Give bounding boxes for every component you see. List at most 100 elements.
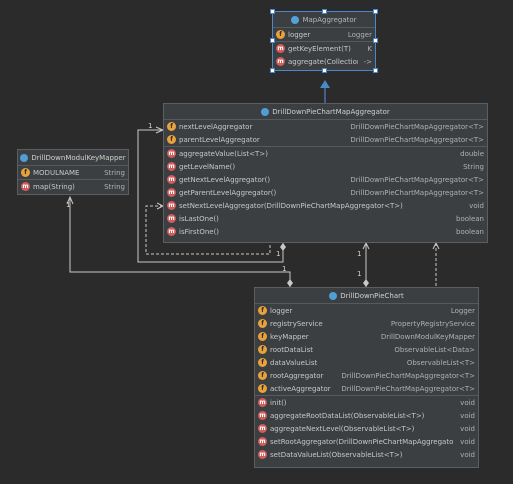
class-name: DrillDownPieChartMapAggregator — [272, 107, 390, 116]
methods-section: m map(String) String — [18, 180, 128, 193]
class-icon — [261, 107, 270, 116]
method-return-type: double — [460, 149, 484, 158]
method-return-type: boolean — [456, 227, 484, 236]
method-icon: m — [167, 227, 176, 236]
field-name: rootDataList — [270, 345, 313, 354]
class-header[interactable]: MapAggregator — [273, 12, 375, 28]
method-return-type: DrillDownPieChartMapAggregator<T> — [350, 175, 484, 184]
method-row[interactable]: m isFirstOne() boolean — [164, 225, 487, 238]
field-icon: f — [258, 371, 267, 380]
root-aggregator-arrow — [362, 241, 370, 250]
selection-handle[interactable] — [322, 68, 327, 73]
method-row[interactable]: m map(String) String — [18, 180, 128, 193]
class-box-drill-down-pie-chart-map-aggregator[interactable]: DrillDownPieChartMapAggregator f nextLev… — [163, 103, 488, 243]
multiplicity-label: 1 — [276, 250, 281, 258]
class-header[interactable]: DrillDownPieChart — [255, 288, 478, 304]
selection-handle[interactable] — [373, 38, 378, 43]
field-type: DrillDownPieChartMapAggregator<T> — [350, 135, 484, 144]
method-return-type: String — [463, 162, 484, 171]
method-return-type: DrillDownPieChartMapAggregator<T> — [350, 188, 484, 197]
field-icon: f — [258, 384, 267, 393]
method-row[interactable]: m getNextLevelAggregator() DrillDownPieC… — [164, 173, 487, 186]
method-name: getNextLevelAggregator() — [179, 175, 271, 184]
abstract-method-icon: m — [276, 44, 285, 53]
field-row[interactable]: f activeAggregator DrillDownPieChartMapA… — [255, 382, 478, 395]
method-return-type: boolean — [456, 214, 484, 223]
method-return-type: String — [104, 182, 125, 191]
method-row[interactable]: m getLevelName() String — [164, 160, 487, 173]
method-row[interactable]: m setDataValueList(ObservableList<T>) vo… — [255, 448, 478, 461]
selection-handle[interactable] — [270, 9, 275, 14]
field-row[interactable]: f keyMapper DrillDownModulKeyMapper — [255, 330, 478, 343]
method-name: aggregate(Collection<T>) — [288, 57, 358, 66]
field-row[interactable]: f logger Logger — [255, 304, 478, 317]
field-icon: f — [258, 306, 267, 315]
field-type: DrillDownPieChartMapAggregator<T> — [350, 122, 484, 131]
class-box-drill-down-pie-chart[interactable]: DrillDownPieChart f logger Logger f regi… — [254, 287, 479, 468]
extends-arrowhead — [320, 80, 330, 88]
method-icon: m — [167, 175, 176, 184]
field-icon: f — [276, 30, 285, 39]
method-return-type: void — [460, 424, 475, 433]
field-row[interactable]: f rootDataList ObservableList<Data> — [255, 343, 478, 356]
method-row[interactable]: m getKeyElement(T) K — [273, 42, 375, 55]
field-name: logger — [288, 30, 311, 39]
class-box-drill-down-modul-key-mapper[interactable]: DrillDownModulKeyMapper f MODULNAME Stri… — [17, 149, 129, 195]
multiplicity-label: 1 — [66, 201, 71, 209]
selection-handle[interactable] — [373, 68, 378, 73]
methods-section: m aggregateValue(List<T>) double m getLe… — [164, 147, 487, 238]
class-name: MapAggregator — [302, 15, 357, 24]
method-return-type: void — [469, 201, 484, 210]
field-type: Logger — [450, 306, 475, 315]
selection-handle[interactable] — [270, 68, 275, 73]
method-row[interactable]: m init() void — [255, 396, 478, 409]
key-mapper-diamond — [287, 279, 293, 287]
field-row[interactable]: f dataValueList ObservableList<T> — [255, 356, 478, 369]
field-name: nextLevelAggregator — [179, 122, 253, 131]
method-name: isFirstOne() — [179, 227, 220, 236]
field-row[interactable]: f rootAggregator DrillDownPieChartMapAgg… — [255, 369, 478, 382]
selection-handle[interactable] — [270, 38, 275, 43]
override-method-icon: m — [167, 162, 176, 171]
class-header[interactable]: DrillDownModulKeyMapper — [18, 150, 128, 166]
method-row[interactable]: m setNextLevelAggregator(DrillDownPieCha… — [164, 199, 487, 212]
class-box-map-aggregator[interactable]: MapAggregator f logger Logger m getKeyEl… — [272, 11, 376, 71]
method-name: setNextLevelAggregator(DrillDownPieChart… — [179, 201, 403, 210]
multiplicity-label: 1 — [148, 122, 153, 130]
field-row[interactable]: f logger Logger — [273, 28, 375, 41]
method-icon: m — [258, 437, 267, 446]
class-icon — [20, 153, 29, 162]
field-row[interactable]: f parentLevelAggregator DrillDownPieChar… — [164, 133, 487, 146]
method-name: setDataValueList(ObservableList<T>) — [270, 450, 403, 459]
method-row[interactable]: m isLastOne() boolean — [164, 212, 487, 225]
selection-handle[interactable] — [373, 9, 378, 14]
field-icon: f — [258, 319, 267, 328]
field-type: DrillDownPieChartMapAggregator<T> — [341, 371, 475, 380]
self-association-diamond — [280, 243, 286, 251]
method-name: getLevelName() — [179, 162, 236, 171]
static-field-icon: f — [21, 168, 30, 177]
method-icon: m — [276, 57, 285, 66]
field-name: logger — [270, 306, 293, 315]
method-row[interactable]: m aggregateValue(List<T>) double — [164, 147, 487, 160]
method-row[interactable]: m setRootAggregator(DrillDownPieChartMap… — [255, 435, 478, 448]
method-row[interactable]: m aggregateRootDataList(ObservableList<T… — [255, 409, 478, 422]
field-row[interactable]: f MODULNAME String — [18, 166, 128, 179]
method-name: aggregateNextLevel(ObservableList<T>) — [270, 424, 415, 433]
method-row[interactable]: m aggregateNextLevel(ObservableList<T>) … — [255, 422, 478, 435]
method-icon: m — [258, 424, 267, 433]
method-row[interactable]: m getParentLevelAggregator() DrillDownPi… — [164, 186, 487, 199]
method-icon: m — [167, 188, 176, 197]
abstract-class-icon — [291, 15, 300, 24]
field-row[interactable]: f registryService PropertyRegistryServic… — [255, 317, 478, 330]
field-row[interactable]: f nextLevelAggregator DrillDownPieChartM… — [164, 120, 487, 133]
method-return-type: void — [460, 437, 475, 446]
method-name: setRootAggregator(DrillDownPieChartMapAg… — [270, 437, 454, 446]
method-row[interactable]: m aggregate(Collection<T>) -> — [273, 55, 375, 68]
class-header[interactable]: DrillDownPieChartMapAggregator — [164, 104, 487, 120]
selection-handle[interactable] — [322, 9, 327, 14]
field-icon: f — [258, 332, 267, 341]
multiplicity-label: 1 — [282, 265, 287, 273]
method-name: aggregateValue(List<T>) — [179, 149, 268, 158]
